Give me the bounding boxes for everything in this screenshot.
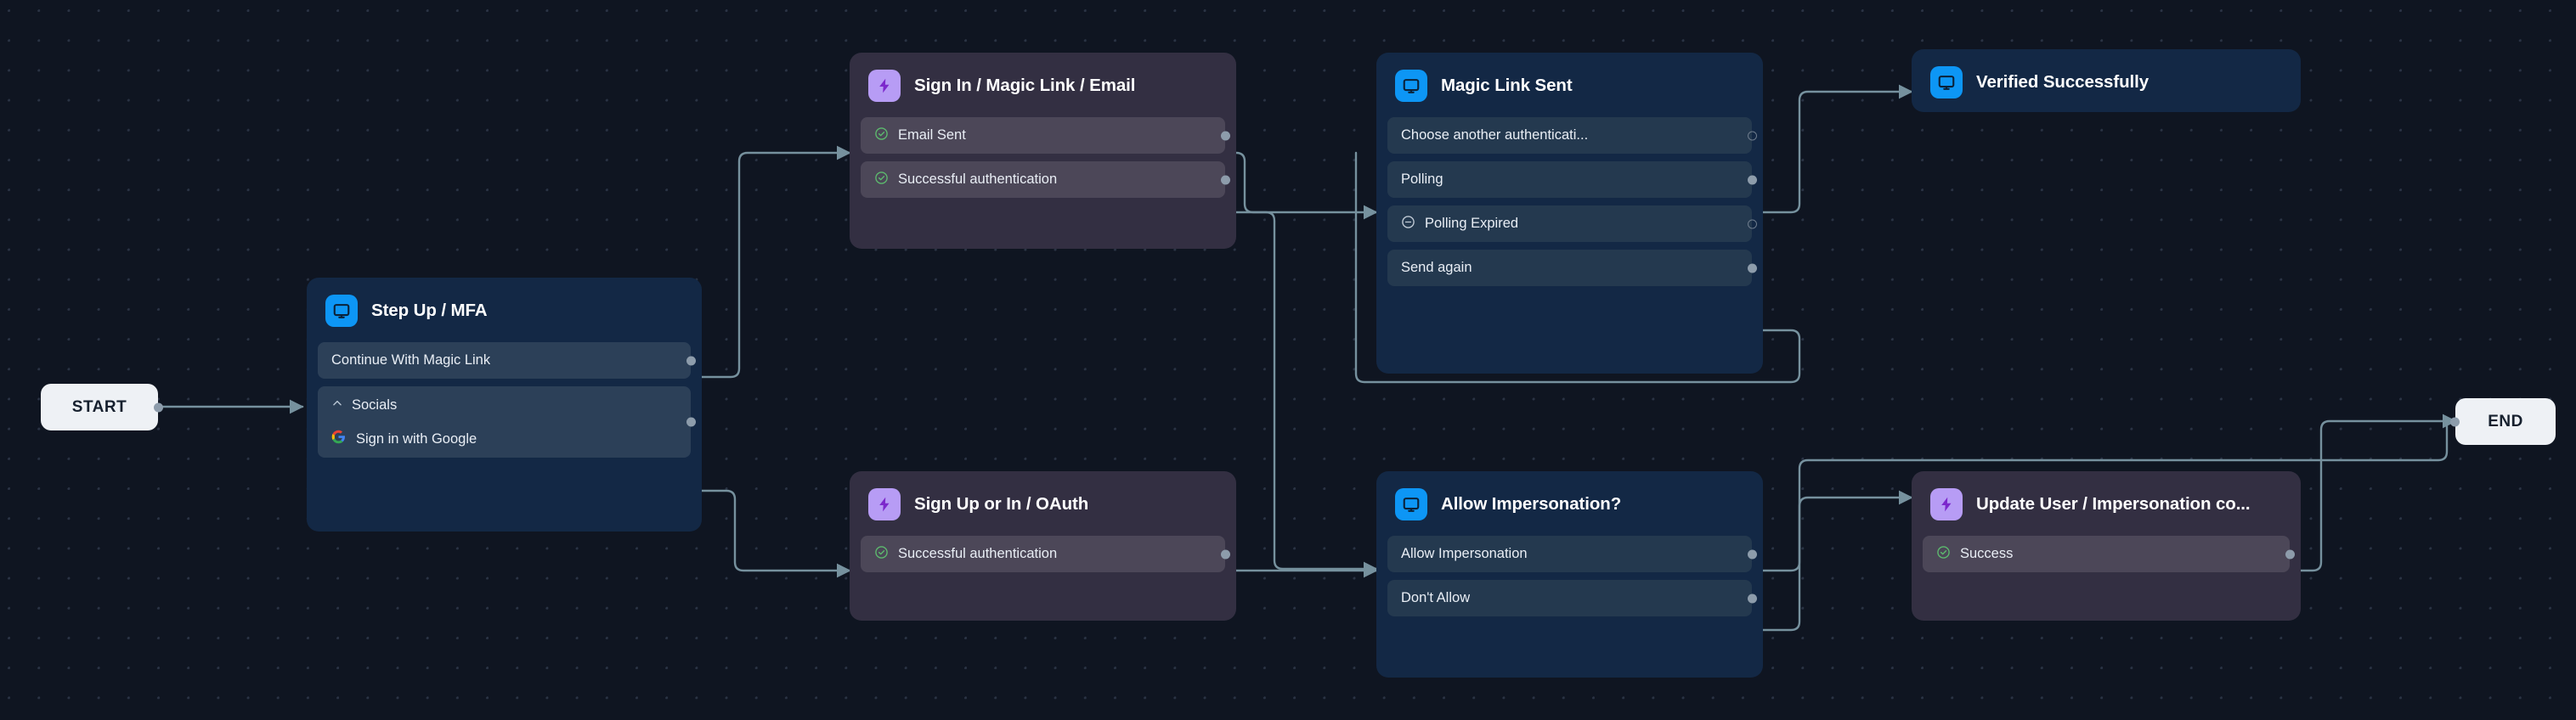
end-terminal[interactable]: END bbox=[2450, 398, 2556, 445]
row-choose-another-authentication[interactable]: Choose another authenticati... bbox=[1387, 117, 1757, 154]
start-terminal[interactable]: START bbox=[41, 384, 163, 430]
row-success[interactable]: Success bbox=[1923, 536, 2295, 572]
node-title: Verified Successfully bbox=[1976, 72, 2149, 92]
row-label: Successful authentication bbox=[898, 172, 1058, 187]
row-sign-in-with-google[interactable]: Sign in with Google bbox=[318, 417, 696, 456]
lightning-icon bbox=[868, 488, 901, 520]
minus-circle-icon bbox=[1401, 215, 1415, 233]
edge-polling-to-verified bbox=[1752, 84, 1913, 214]
node-title: Sign Up or In / OAuth bbox=[914, 494, 1089, 514]
node-update-user-impersonation[interactable]: Update User / Impersonation co... Succes… bbox=[1912, 471, 2301, 621]
screen-icon bbox=[1395, 488, 1427, 520]
row-successful-authentication[interactable]: Successful authentication bbox=[861, 161, 1230, 198]
node-title: Sign In / Magic Link / Email bbox=[914, 76, 1136, 95]
start-output-handle[interactable] bbox=[154, 402, 163, 412]
edge-allow-to-updateuser bbox=[1752, 490, 1913, 572]
row-label: Sign in with Google bbox=[356, 430, 477, 447]
socials-group[interactable]: Socials Sign in with Google bbox=[318, 386, 696, 458]
row-output-handle[interactable] bbox=[1748, 219, 1757, 228]
node-title: Step Up / MFA bbox=[371, 301, 488, 320]
node-allow-impersonation[interactable]: Allow Impersonation? Allow Impersonation… bbox=[1376, 471, 1763, 678]
row-email-sent[interactable]: Email Sent bbox=[861, 117, 1230, 154]
node-rows: Successful authentication bbox=[850, 536, 1236, 583]
row-output-handle[interactable] bbox=[1748, 131, 1757, 140]
lightning-icon bbox=[868, 70, 901, 102]
row-polling[interactable]: Polling bbox=[1387, 161, 1757, 198]
edge-google-to-oauth bbox=[700, 489, 851, 578]
row-output-handle[interactable] bbox=[1748, 549, 1757, 559]
edge-success-to-end bbox=[2284, 413, 2457, 572]
node-rows: Choose another authenticati... Polling P… bbox=[1376, 117, 1763, 297]
node-rows: Continue With Magic Link Socials bbox=[307, 342, 702, 469]
row-output-handle[interactable] bbox=[1748, 175, 1757, 184]
chevron-up-icon bbox=[331, 397, 343, 413]
node-header: Update User / Impersonation co... bbox=[1912, 471, 2301, 536]
row-label: Success bbox=[1960, 546, 2014, 561]
row-output-handle[interactable] bbox=[1221, 175, 1230, 184]
node-header: Sign In / Magic Link / Email bbox=[850, 53, 1236, 117]
row-label: Send again bbox=[1401, 260, 1472, 275]
row-polling-expired[interactable]: Polling Expired bbox=[1387, 205, 1757, 242]
row-label: Email Sent bbox=[898, 127, 966, 143]
node-header: Verified Successfully bbox=[1912, 49, 2301, 112]
row-send-again[interactable]: Send again bbox=[1387, 250, 1757, 286]
row-output-handle[interactable] bbox=[686, 356, 696, 365]
edge-magiclink-to-emailsent bbox=[700, 145, 851, 379]
row-output-handle[interactable] bbox=[1221, 549, 1230, 559]
row-label: Allow Impersonation bbox=[1401, 546, 1528, 561]
node-sign-up-or-in-oauth[interactable]: Sign Up or In / OAuth Successful authent… bbox=[850, 471, 1236, 621]
screen-icon bbox=[1395, 70, 1427, 102]
lightning-icon bbox=[1930, 488, 1963, 520]
row-continue-with-magic-link[interactable]: Continue With Magic Link bbox=[318, 342, 696, 379]
row-output-handle[interactable] bbox=[2285, 549, 2295, 559]
end-input-handle[interactable] bbox=[2450, 417, 2460, 426]
edge-emailsent-to-polling bbox=[1218, 151, 1378, 220]
end-label: END bbox=[2488, 412, 2523, 430]
node-sign-in-magic-link-email[interactable]: Sign In / Magic Link / Email Email Sent bbox=[850, 53, 1236, 249]
row-allow-impersonation[interactable]: Allow Impersonation bbox=[1387, 536, 1757, 572]
check-circle-icon bbox=[874, 171, 889, 189]
row-dont-allow[interactable]: Don't Allow bbox=[1387, 580, 1757, 616]
row-label: Polling bbox=[1401, 172, 1443, 187]
check-circle-icon bbox=[874, 127, 889, 145]
row-output-handle[interactable] bbox=[686, 417, 696, 427]
row-output-handle[interactable] bbox=[1221, 131, 1230, 140]
screen-icon bbox=[1930, 66, 1963, 98]
node-title: Allow Impersonation? bbox=[1441, 494, 1622, 514]
node-rows: Allow Impersonation Don't Allow bbox=[1376, 536, 1763, 627]
row-label: Continue With Magic Link bbox=[331, 352, 491, 368]
start-label: START bbox=[71, 397, 127, 416]
socials-group-header[interactable]: Socials bbox=[318, 388, 691, 422]
node-rows: Email Sent Successful authentication bbox=[850, 117, 1236, 209]
row-successful-authentication[interactable]: Successful authentication bbox=[861, 536, 1230, 572]
node-header: Sign Up or In / OAuth bbox=[850, 471, 1236, 536]
row-output-handle[interactable] bbox=[1748, 593, 1757, 603]
node-title: Update User / Impersonation co... bbox=[1976, 494, 2251, 514]
socials-group-label: Socials bbox=[352, 397, 398, 413]
check-circle-icon bbox=[874, 545, 889, 564]
node-magic-link-sent[interactable]: Magic Link Sent Choose another authentic… bbox=[1376, 53, 1763, 374]
row-label: Choose another authenticati... bbox=[1401, 127, 1589, 143]
google-icon bbox=[331, 430, 346, 448]
node-header: Step Up / MFA bbox=[307, 278, 702, 342]
node-header: Allow Impersonation? bbox=[1376, 471, 1763, 536]
node-title: Magic Link Sent bbox=[1441, 76, 1573, 95]
row-label: Polling Expired bbox=[1425, 216, 1519, 231]
check-circle-icon bbox=[1936, 545, 1951, 564]
edge-emailauth-to-allowimpersonation bbox=[1218, 211, 1378, 577]
node-step-up-mfa[interactable]: Step Up / MFA Continue With Magic Link S… bbox=[307, 278, 702, 532]
row-label: Don't Allow bbox=[1401, 590, 1471, 605]
node-rows: Success bbox=[1912, 536, 2301, 583]
row-output-handle[interactable] bbox=[1748, 263, 1757, 273]
screen-icon bbox=[325, 295, 358, 327]
row-label: Successful authentication bbox=[898, 546, 1058, 561]
node-header: Magic Link Sent bbox=[1376, 53, 1763, 117]
node-verified-successfully[interactable]: Verified Successfully bbox=[1912, 49, 2301, 112]
